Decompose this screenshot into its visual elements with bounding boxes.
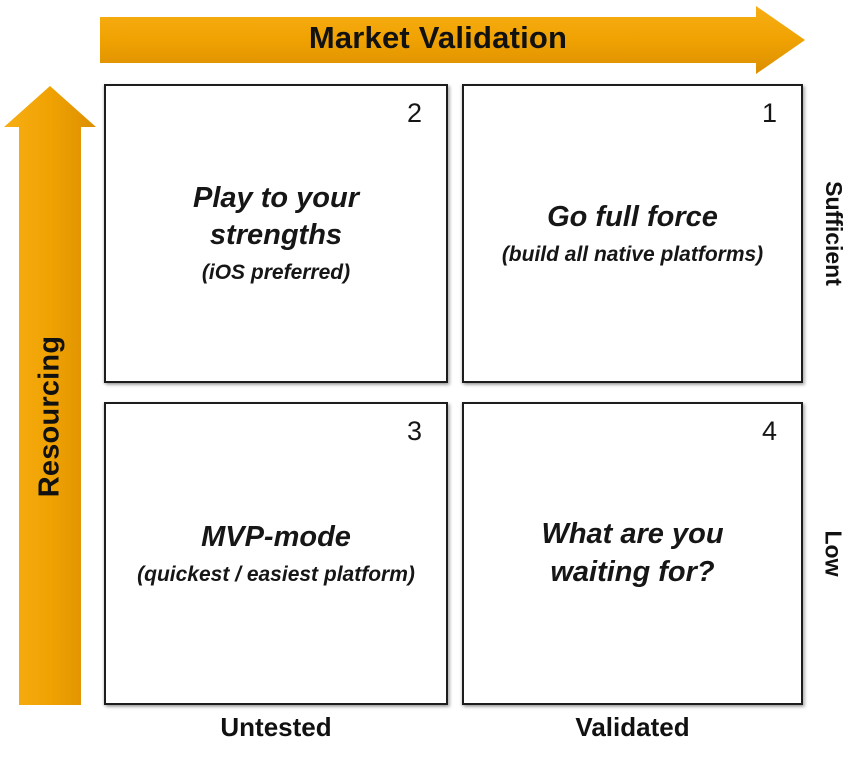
quadrant-subtitle: (quickest / easiest platform) <box>137 562 415 586</box>
quadrant-number: 2 <box>406 98 422 128</box>
y-tick-low: Low <box>820 530 847 577</box>
quadrant-title: Play to your strengths <box>193 182 359 252</box>
quadrant-number: 1 <box>761 98 777 128</box>
y-tick-low-wrap: Low <box>806 402 860 705</box>
quadrant-subtitle: (iOS preferred) <box>201 261 351 285</box>
quadrant-what-are-you-waiting-for: 4 What are you waiting for? <box>462 402 803 705</box>
x-tick-validated: Validated <box>575 712 690 742</box>
y-axis-arrow: Resourcing <box>3 85 97 705</box>
quadrant-title: Go full force <box>547 200 718 233</box>
quadrant-subtitle: (build all native platforms) <box>501 242 764 266</box>
x-axis-label: Market Validation <box>308 20 568 55</box>
y-axis-label-wrap: Resourcing <box>3 127 97 705</box>
quadrant-number: 4 <box>761 416 777 446</box>
x-tick-untested: Untested <box>220 712 332 742</box>
up-arrow-icon <box>4 86 96 705</box>
y-axis-label: Resourcing <box>33 335 66 497</box>
x-axis-arrow: Market Validation <box>100 5 806 75</box>
quadrant-mvp-mode: 3 MVP-mode (quickest / easiest platform) <box>104 402 448 705</box>
quadrant-number: 3 <box>406 416 422 446</box>
quadrant-go-full-force: 1 Go full force (build all native platfo… <box>462 84 803 383</box>
y-tick-sufficient-wrap: Sufficient <box>806 84 860 383</box>
quadrant-play-to-your-strengths: 2 Play to your strengths (iOS preferred) <box>104 84 448 383</box>
quadrant-title: MVP-mode <box>201 520 351 553</box>
quadrant-title: What are you waiting for? <box>541 518 724 588</box>
right-arrow-icon <box>100 6 805 74</box>
y-tick-sufficient: Sufficient <box>820 181 847 286</box>
